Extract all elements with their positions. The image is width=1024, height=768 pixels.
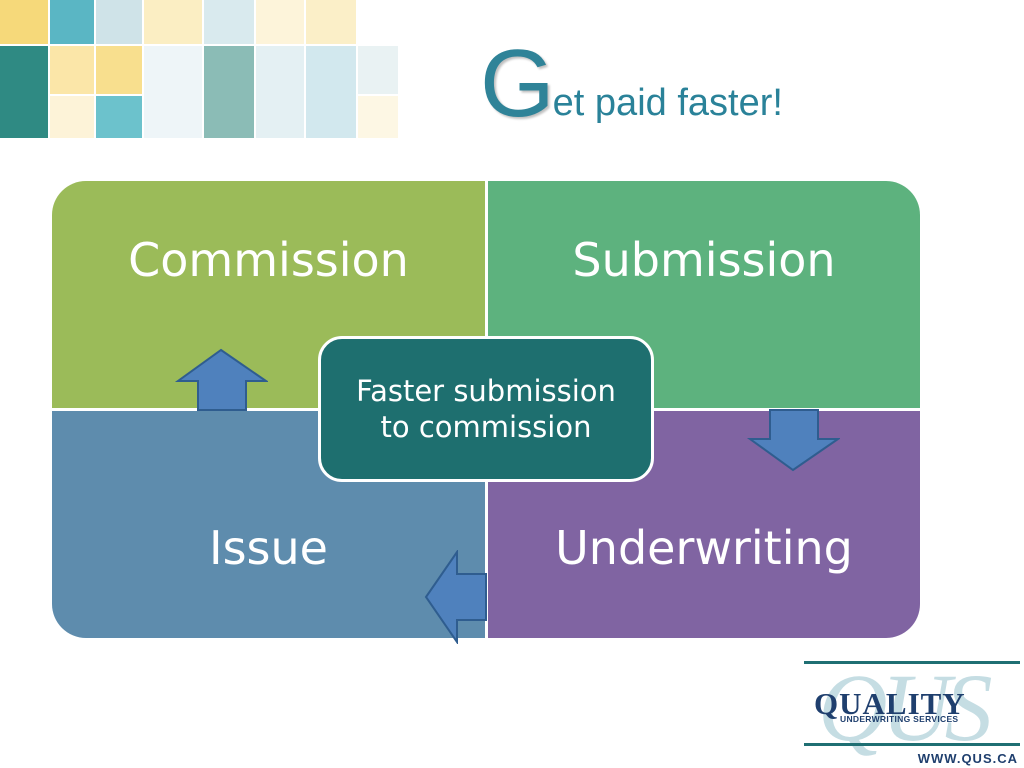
- decorative-mosaic: [0, 0, 400, 140]
- center-callout: Faster submission to commission: [318, 336, 654, 482]
- logo-rule: [804, 661, 1020, 664]
- arrow-down-icon: [746, 409, 840, 472]
- quadrant-issue: Issue: [52, 411, 485, 638]
- logo-wordmark: QUALITY: [814, 686, 966, 721]
- quadrant-label: Issue: [209, 521, 328, 575]
- arrow-up-icon: [174, 348, 268, 411]
- title-rest: et paid faster!: [552, 82, 783, 124]
- logo-tagline: UNDERWRITING SERVICES: [840, 714, 959, 724]
- title-initial: G: [480, 30, 555, 137]
- callout-line-1: Faster submission: [356, 373, 616, 408]
- quadrant-label: Commission: [128, 233, 409, 287]
- quadrant-label: Underwriting: [555, 521, 853, 575]
- company-logo: QUS QUALITY UNDERWRITING SERVICES WWW.QU…: [800, 658, 1024, 768]
- logo-monogram: QUS: [818, 654, 993, 761]
- slide-title: Get paid faster!: [480, 36, 785, 132]
- quadrant-commission: Commission: [52, 181, 485, 408]
- logo-rule: [804, 743, 1020, 746]
- logo-url: WWW.QUS.CA: [917, 751, 1018, 766]
- arrow-left-icon: [424, 550, 487, 644]
- callout-line-2: to commission: [380, 410, 592, 444]
- quadrant-label: Submission: [572, 233, 836, 287]
